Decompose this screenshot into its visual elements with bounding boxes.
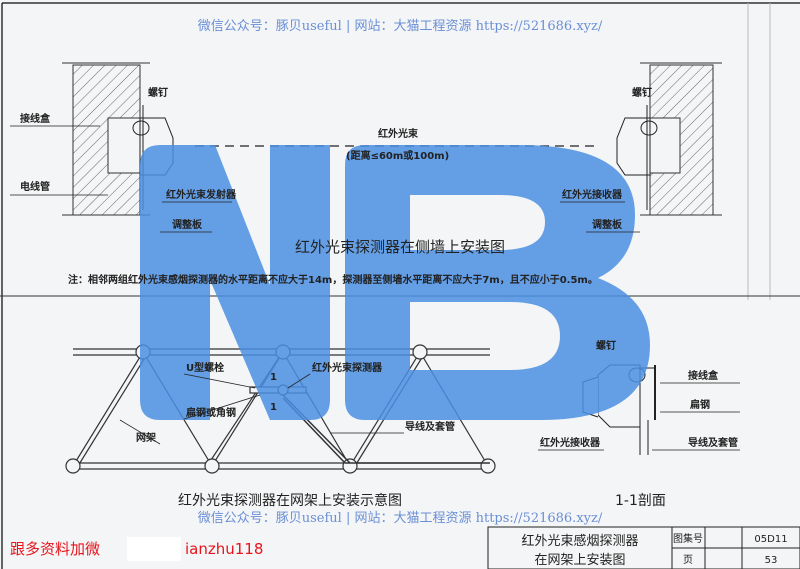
- screw-label-right: 螺钉: [632, 86, 652, 99]
- section-flat-steel-label: 扁钢: [690, 398, 710, 411]
- nb-logo-letter-b: [345, 145, 650, 420]
- wire-conduit-label: 导线及套管: [405, 420, 455, 433]
- page-label: 页: [683, 554, 693, 566]
- bottom-watermark: 微信公众号：豚贝useful | 网站：大猫工程资源 https://52168…: [198, 511, 603, 526]
- section-mark-top: 1: [270, 372, 277, 383]
- truss-view-labels: 1 1 U型螺栓 红外光束探测器 扁钢或角钢 网架 导线及套管 红外光束探测器在…: [119, 361, 455, 509]
- top-watermark: 微信公众号：豚贝useful | 网站：大猫工程资源 https://52168…: [198, 19, 603, 34]
- flat-or-angle-steel-label: 扁钢或角钢: [186, 406, 236, 419]
- beam-label: 红外光束: [378, 127, 419, 140]
- section-receiver-label: 红外光接收器: [540, 436, 601, 449]
- junction-box-label: 接线盒: [20, 112, 51, 125]
- u-bolt-label: U型螺栓: [186, 361, 224, 374]
- receiver-label: 红外光接收器: [562, 188, 623, 201]
- left-wall: [62, 62, 150, 216]
- section-view-title: 1-1剖面: [615, 493, 666, 509]
- section-screw-label: 螺钉: [596, 339, 616, 352]
- page-value: 53: [765, 555, 778, 566]
- receiver-device: [616, 105, 658, 210]
- wall-view-title: 红外光束探测器在侧墙上安装图: [295, 238, 505, 256]
- beam-distance: (距离≤60m或100m): [346, 149, 449, 162]
- title-block: [487, 526, 800, 569]
- emitter-label: 红外光束发射器: [166, 188, 237, 201]
- title-line-1: 红外光束感烟探测器: [521, 533, 638, 549]
- adjust-plate-right-label: 调整板: [592, 218, 623, 231]
- wall-view-labels: 红外光束 (距离≤60m或100m) 螺钉 螺钉 接线盒 电线管 红外光束发射器…: [10, 86, 652, 286]
- nb-logo-letter-n: [140, 145, 330, 420]
- screw-label-left: 螺钉: [148, 86, 168, 99]
- section-junction-box-label: 接线盒: [688, 369, 719, 382]
- section-wire-conduit-label: 导线及套管: [688, 436, 738, 449]
- detector-label: 红外光束探测器: [312, 361, 383, 374]
- conduit-label: 电线管: [20, 180, 50, 193]
- redaction-box: [127, 537, 181, 561]
- promo-text-right: ianzhu118: [185, 540, 264, 558]
- promo-text-left: 跟多资料加微: [10, 540, 101, 558]
- title-block-text: 红外光束感烟探测器 在网架上安装图 图集号 05D11 页 53: [521, 532, 787, 568]
- adjust-plate-left-label: 调整板: [172, 218, 203, 231]
- atlas-label: 图集号: [673, 532, 703, 545]
- title-line-2: 在网架上安装图: [534, 553, 625, 568]
- right-wall: [640, 62, 722, 216]
- atlas-value: 05D11: [754, 534, 787, 545]
- truss-view-title: 红外光束探测器在网架上安装示意图: [178, 492, 402, 509]
- nb-logo-watermark: [140, 145, 650, 420]
- wall-view-note: 注：相邻两组红外光束感烟探测器的水平距离不应大于14m，探测器至侧墙水平距离不应…: [68, 273, 598, 286]
- section-view-labels: 螺钉 接线盒 扁钢 红外光接收器 导线及套管 1-1剖面: [538, 339, 740, 509]
- section-mark-bottom: 1: [270, 402, 277, 413]
- truss-label: 网架: [136, 431, 156, 444]
